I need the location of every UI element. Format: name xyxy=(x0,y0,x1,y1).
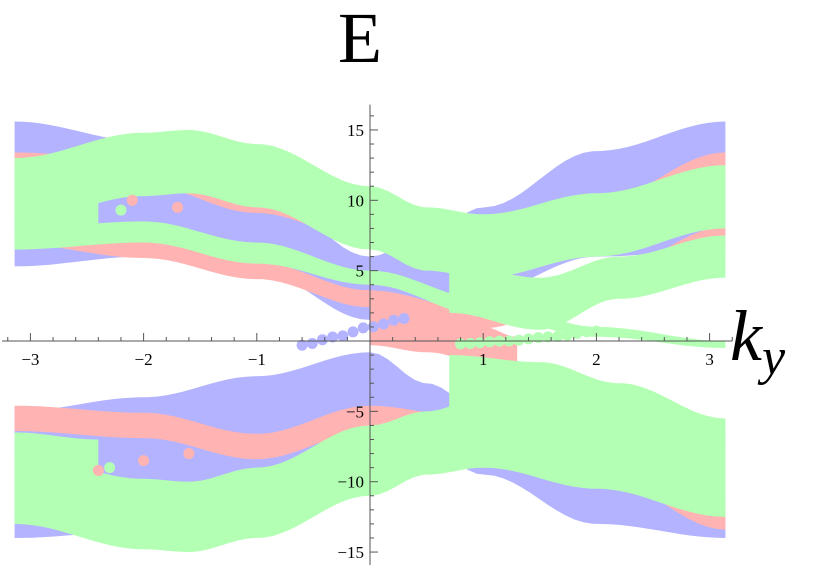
blue-edge-state-dots xyxy=(378,318,390,330)
y-tick-label: −5 xyxy=(346,402,364,421)
x-axis-label-main: k xyxy=(730,296,762,376)
x-tick-label: 2 xyxy=(592,350,601,369)
blue-edge-state-dots xyxy=(316,334,328,346)
chart-title: E xyxy=(338,0,382,78)
red-isolated-dot xyxy=(138,455,150,467)
green-edge-state-dots xyxy=(590,325,602,337)
blue-edge-state-dots xyxy=(398,312,410,324)
green-edge-state-dots xyxy=(513,334,525,346)
y-tick-label: 5 xyxy=(356,262,365,281)
x-tick-label: 3 xyxy=(705,350,714,369)
y-tick-label: 10 xyxy=(347,191,364,210)
green-left-upper-fill xyxy=(14,151,99,250)
blue-edge-state-dots xyxy=(296,339,308,351)
green-right-lower-fill xyxy=(449,355,726,496)
y-tick-label: 15 xyxy=(347,121,364,140)
green-edge-state-dots xyxy=(552,331,564,343)
red-lower-band xyxy=(14,405,726,530)
x-tick-label: −2 xyxy=(135,350,153,369)
red-isolated-dot xyxy=(92,464,104,476)
red-isolated-dot xyxy=(183,448,195,460)
x-tick-label: −1 xyxy=(248,350,266,369)
green-edge-state-dots xyxy=(581,326,593,338)
green-isolated-dot xyxy=(115,204,127,216)
x-tick-label: −3 xyxy=(21,350,39,369)
x-axis-label: ky xyxy=(730,300,785,384)
blue-edge-state-dots xyxy=(337,330,349,342)
blue-edge-state-dots xyxy=(306,337,318,349)
green-edge-state-dots xyxy=(484,336,496,348)
axes: −3 −2 −1 1 2 3 −15 −10 −5 5 10 15 xyxy=(2,104,733,565)
green-edge-state-dots xyxy=(532,332,544,344)
green-isolated-dot xyxy=(104,462,116,474)
blue-edge-state-dots xyxy=(347,326,359,338)
blue-edge-state-dots xyxy=(388,314,400,326)
y-tick-label: −10 xyxy=(337,473,364,492)
y-tick-label: −15 xyxy=(337,543,364,562)
x-tick-label: 1 xyxy=(479,350,488,369)
green-edge-state-dots xyxy=(464,338,476,350)
blue-edge-state-dots xyxy=(357,322,369,334)
green-edge-state-dots xyxy=(561,329,573,341)
green-isolated-dot xyxy=(104,476,116,488)
red-center-band xyxy=(370,291,518,370)
x-axis-label-subscript: y xyxy=(761,329,786,386)
green-right-upper-fill xyxy=(449,235,726,330)
green-left-lower-fill xyxy=(14,432,99,531)
blue-edge-state-dots xyxy=(327,331,339,343)
red-isolated-dot xyxy=(126,194,138,206)
green-edge-state-dots xyxy=(474,337,486,349)
red-isolated-dot xyxy=(172,201,184,213)
green-edge-state-dots xyxy=(571,327,583,339)
